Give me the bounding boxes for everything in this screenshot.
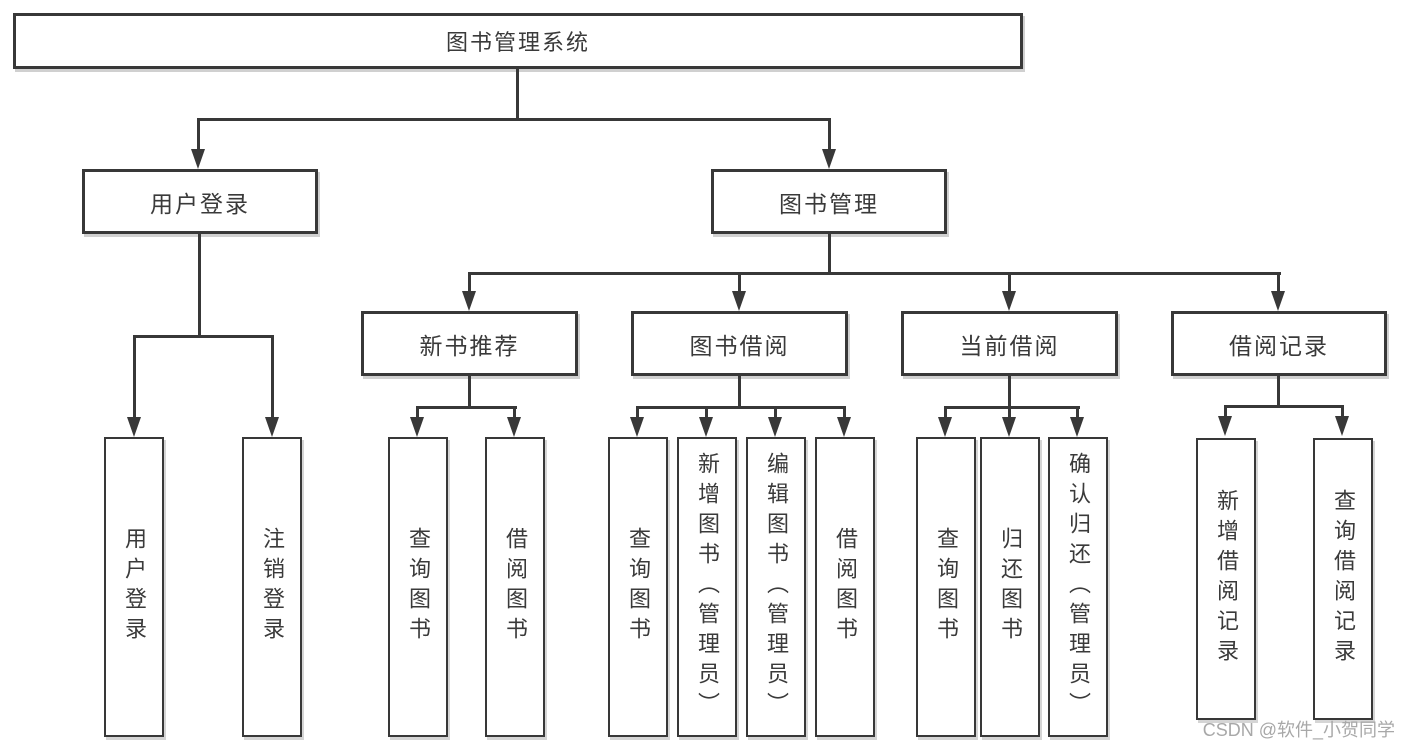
leaf-borrow-edit-book-admin: 编辑图书（管理员） [746, 437, 806, 737]
edge-br-leaf2 [1341, 405, 1344, 418]
arrowhead-bb-leaf1-icon [630, 417, 644, 437]
node-library-management-system: 图书管理系统 [13, 13, 1023, 69]
arrowhead-bb-leaf3-icon [768, 417, 782, 437]
leaf-confirm-return-admin: 确认归还（管理员） [1048, 437, 1108, 737]
leaf-user-login: 用户登录 [104, 437, 164, 737]
arrowhead-bb-leaf4-icon [837, 417, 851, 437]
edge-to-leaf-login [133, 335, 136, 419]
arrowhead-nb-leaf1-icon [410, 417, 424, 437]
node-new-book-recommend: 新书推荐 [361, 311, 578, 376]
arrowhead-cb-leaf3-icon [1070, 417, 1084, 437]
edge-bb-leaf3 [774, 406, 777, 419]
arrowhead-book-borrow-icon [732, 291, 746, 311]
leaf-logout: 注销登录 [242, 437, 302, 737]
leaf-new-book-borrow: 借阅图书 [485, 437, 545, 737]
arrowhead-new-book-icon [462, 291, 476, 311]
arrowhead-borrow-record-icon [1271, 291, 1285, 311]
leaf-borrow-book: 借阅图书 [815, 437, 875, 737]
edge-book-borrow-rail [636, 406, 846, 409]
edge-bb-leaf4 [843, 406, 846, 419]
edge-cb-leaf2 [1008, 406, 1011, 419]
node-borrow-record: 借阅记录 [1171, 311, 1387, 376]
arrowhead-nb-leaf2-icon [507, 417, 521, 437]
node-book-management: 图书管理 [711, 169, 947, 234]
edge-current-borrow-stem [1008, 376, 1011, 409]
edge-level1-rail [197, 118, 831, 121]
arrowhead-cb-leaf1-icon [938, 417, 952, 437]
arrowhead-cb-leaf2-icon [1002, 417, 1016, 437]
edge-level3-rail [468, 272, 1281, 275]
node-book-borrow: 图书借阅 [631, 311, 848, 376]
leaf-borrow-add-book-admin: 新增图书（管理员） [677, 437, 737, 737]
arrowhead-bb-leaf2-icon [699, 417, 713, 437]
edge-bb-leaf1 [636, 406, 639, 419]
leaf-return-book: 归还图书 [980, 437, 1040, 737]
edge-to-borrow-record [1277, 272, 1280, 293]
edge-to-book-mgmt [828, 118, 831, 151]
edge-book-mgmt-stem [828, 234, 831, 275]
edge-to-leaf-logout [271, 335, 274, 419]
edge-to-current-borrow [1008, 272, 1011, 293]
edge-borrow-record-rail [1224, 405, 1344, 408]
edge-book-borrow-stem [738, 376, 741, 409]
node-user-login: 用户登录 [82, 169, 318, 234]
leaf-borrow-query-book: 查询图书 [608, 437, 668, 737]
edge-br-leaf1 [1224, 405, 1227, 418]
edge-new-book-stem [468, 376, 471, 409]
arrowhead-br-leaf2-icon [1335, 416, 1349, 436]
arrowhead-br-leaf1-icon [1218, 416, 1232, 436]
edge-root-stem [516, 69, 519, 121]
leaf-add-borrow-record: 新增借阅记录 [1196, 438, 1256, 720]
edge-cb-leaf3 [1076, 406, 1079, 419]
leaf-current-query-book: 查询图书 [916, 437, 976, 737]
arrowhead-book-mgmt-icon [822, 149, 836, 169]
edge-to-book-borrow [738, 272, 741, 293]
leaf-query-borrow-record: 查询借阅记录 [1313, 438, 1373, 720]
arrowhead-current-borrow-icon [1002, 291, 1016, 311]
edge-to-user-login [197, 118, 200, 151]
edge-user-login-stem [198, 234, 201, 338]
node-current-borrow: 当前借阅 [901, 311, 1118, 376]
edge-borrow-record-stem [1277, 376, 1280, 407]
edge-user-login-rail [133, 335, 274, 338]
edge-to-new-book [468, 272, 471, 293]
arrowhead-leaf-logout-icon [265, 417, 279, 437]
arrowhead-user-login-icon [191, 149, 205, 169]
edge-nb-leaf2 [513, 406, 516, 419]
edge-new-book-rail [416, 406, 517, 409]
edge-current-borrow-rail [944, 406, 1080, 409]
arrowhead-leaf-login-icon [127, 417, 141, 437]
edge-nb-leaf1 [416, 406, 419, 419]
edge-bb-leaf2 [705, 406, 708, 419]
leaf-new-book-query: 查询图书 [388, 437, 448, 737]
csdn-watermark: CSDN @软件_小贺同学 [1202, 720, 1395, 740]
edge-cb-leaf1 [944, 406, 947, 419]
